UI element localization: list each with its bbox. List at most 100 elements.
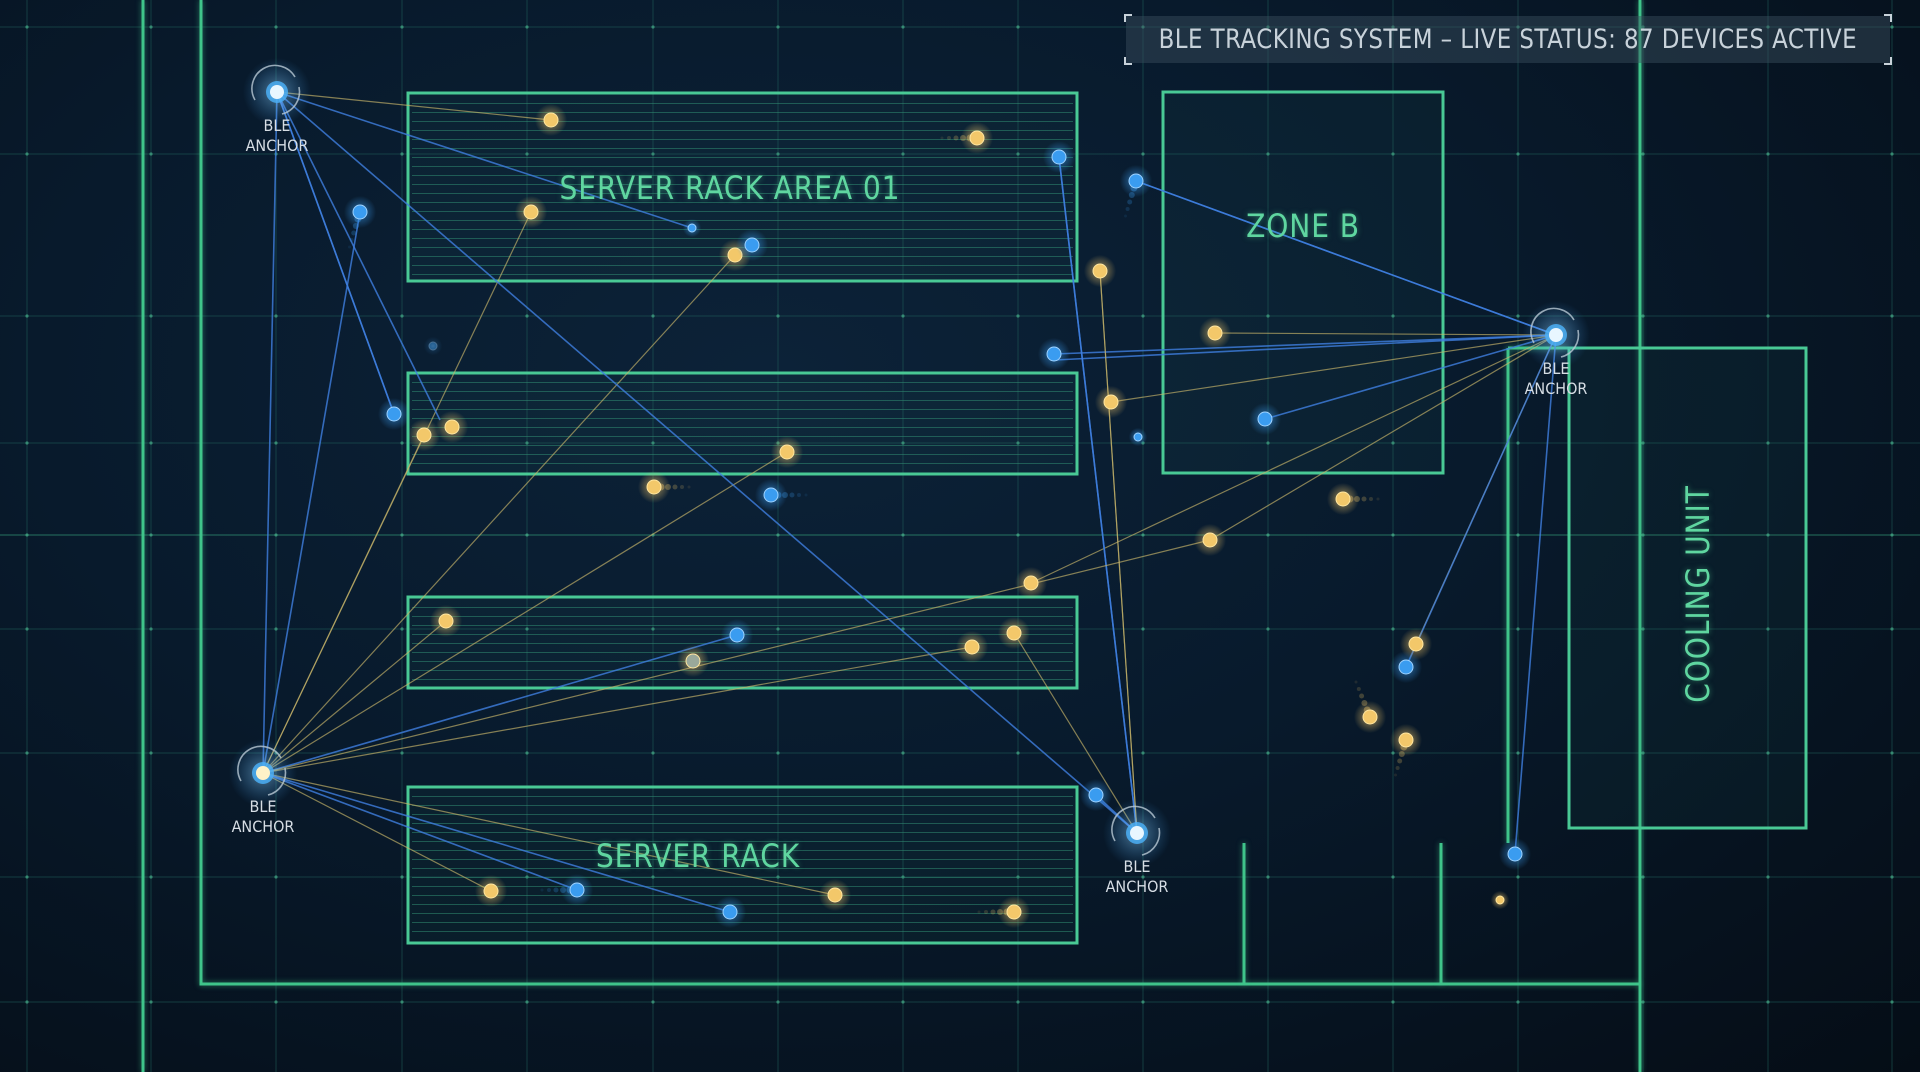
yellow-device-tag[interactable] [637,470,691,504]
yellow-device-tag[interactable] [1326,482,1380,516]
zone-cooling-unit[interactable] [1567,346,1808,830]
tag-dot-icon [969,130,985,146]
grid-node [1016,1000,1020,1004]
tag-dot-icon [1023,575,1039,591]
tag-dot-icon [827,887,843,903]
grid-node [1516,441,1520,445]
ble-anchor-r[interactable] [1522,301,1590,369]
motion-trail [540,888,544,892]
anchor-label-line1: BLE [1123,857,1151,876]
yellow-device-tag[interactable] [1083,254,1117,288]
zone-zone-b[interactable] [1161,90,1445,475]
yellow-device-tag[interactable] [770,435,804,469]
yellow-device-tag[interactable] [1094,385,1128,419]
zone-rack-area-01[interactable] [406,91,1079,283]
grid-node [1890,1000,1894,1004]
device-tags [343,103,1532,929]
blue-device-tag[interactable] [343,195,377,249]
yellow-device-tag[interactable] [997,616,1031,650]
anchor-label-line1: BLE [1542,359,1570,378]
zone-label: ZONE B [1246,207,1360,245]
blue-device-tag[interactable] [754,478,808,512]
motion-trail [1361,496,1367,502]
grid-node [1141,627,1145,631]
grid-node [274,875,278,879]
ble-anchor-bl[interactable] [229,739,297,807]
signal-link [262,451,788,774]
blue-device-tag[interactable] [720,618,754,652]
signal-link [276,91,395,415]
blue-device-tag[interactable] [1119,164,1153,218]
blue-device-tag[interactable] [713,895,747,929]
signal-link [1054,334,1557,361]
zone-rack-2[interactable] [406,371,1079,476]
ble-anchor-tl[interactable] [243,58,311,126]
yellow-device-tag[interactable] [1014,566,1048,600]
zone-outline [1161,90,1445,475]
yellow-device-tag[interactable] [1193,523,1227,557]
zone-server-rack[interactable] [406,785,1079,945]
tag-dot-icon [543,112,559,128]
grid-node [1516,751,1520,755]
yellow-device-tag[interactable] [407,418,441,452]
tag-dot-icon [1092,263,1108,279]
yellow-device-tag[interactable] [1490,890,1510,910]
yellow-device-tag[interactable] [676,644,710,678]
grid-node [1391,627,1395,631]
signal-link [1058,156,1138,834]
blue-device-tag[interactable] [682,218,702,238]
yellow-device-tag[interactable] [474,874,508,908]
yellow-device-tag[interactable] [514,195,548,229]
grid-node [525,25,529,29]
yellow-device-tag[interactable] [818,878,852,912]
grid-node [274,25,278,29]
motion-trail [804,493,808,497]
yellow-device-tag[interactable] [955,630,989,664]
grid-node [1516,875,1520,879]
tag-dot-icon [646,479,662,495]
blue-device-tag[interactable] [735,228,769,262]
blue-device-tag[interactable] [377,397,411,431]
yellow-device-tag[interactable] [429,604,463,638]
motion-trail [1369,497,1373,501]
tag-dot-icon [779,444,795,460]
grid-node [149,25,153,29]
tag-dot-icon [744,237,760,253]
yellow-device-tag[interactable] [977,895,1031,929]
blue-device-tag[interactable] [1037,337,1071,371]
grid-node [901,1000,905,1004]
motion-trail [680,485,684,489]
grid-node [1391,875,1395,879]
grid-node [1890,875,1894,879]
blue-device-tag[interactable] [423,336,443,356]
yellow-device-tag[interactable] [435,410,469,444]
grid-node [1516,25,1520,29]
yellow-device-tag[interactable] [940,121,994,155]
tag-dot-icon [523,204,539,220]
blue-device-tag[interactable] [1042,140,1076,174]
yellow-device-tag[interactable] [1198,316,1232,350]
blue-device-tag[interactable] [1498,837,1532,871]
blue-device-tag[interactable] [1248,402,1282,436]
yellow-device-tag[interactable] [534,103,568,137]
grid-node [25,152,29,156]
anchor-ring-icon [267,767,287,796]
ble-anchor-bc[interactable] [1103,799,1171,867]
blue-device-tag[interactable] [1389,650,1423,684]
motion-trail [1354,680,1358,684]
signal-link [276,91,1138,834]
signal-link [1264,334,1557,420]
yellow-device-tag[interactable] [1389,723,1423,777]
blue-device-tag[interactable] [1128,427,1148,447]
motion-trail [672,484,678,490]
signal-link [262,539,1211,774]
grid-node [1141,25,1145,29]
blue-device-tag[interactable] [540,873,594,907]
zones-layer [406,90,1808,945]
signal-link [1099,270,1138,834]
yellow-device-tag[interactable] [1353,680,1387,734]
tag-dot-icon [729,627,745,643]
grid-node [400,533,404,537]
blue-device-tag[interactable] [1079,778,1113,812]
tag-glow [423,336,443,356]
